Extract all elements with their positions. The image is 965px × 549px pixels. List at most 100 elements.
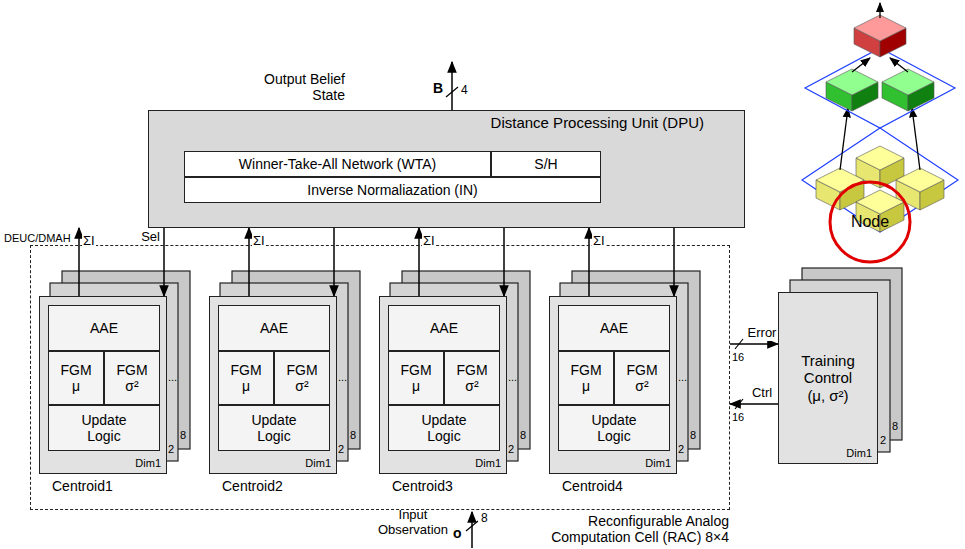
node-cube	[882, 69, 934, 111]
signal-bus	[333, 228, 335, 296]
hierarchy-arrow	[912, 108, 920, 170]
signal-label: 8	[481, 512, 488, 526]
bus-slash	[466, 521, 478, 531]
aae-box: AAE	[218, 305, 330, 351]
layer-plane	[805, 48, 955, 128]
bus-slash	[446, 87, 458, 97]
node-text: FGM σ²	[116, 362, 147, 394]
fgm-variance-box: FGM σ²	[444, 351, 500, 405]
fgm-mean-box: FGM μ	[218, 351, 274, 405]
centroid-card: Centroid2Dim1AAEFGM μFGM σ²Update Logic	[209, 296, 337, 474]
centroid-card: Centroid3Dim1AAEFGM μFGM σ²Update Logic	[379, 296, 507, 474]
node-text: FGM σ²	[456, 362, 487, 394]
node-subtext: Dim1	[305, 457, 331, 470]
node-text: Centroid1	[52, 478, 113, 494]
signal-label: 2	[338, 443, 344, 456]
signal-label: 2	[168, 443, 174, 456]
node-subtext: Dim1	[846, 447, 872, 460]
edge-label: ΣI	[592, 234, 606, 249]
hierarchy-illustration	[802, 3, 958, 232]
input-arrow	[471, 512, 473, 548]
node-text: FGM μ	[60, 362, 91, 394]
node-text: FGM σ²	[286, 362, 317, 394]
node-subtext: Dim1	[135, 457, 161, 470]
normalization-box: Inverse Normaliazation (IN)	[184, 177, 601, 203]
node-text: AAE	[600, 320, 628, 336]
aae-box: AAE	[388, 305, 500, 351]
node-cube	[826, 69, 878, 111]
signal-label: 8	[180, 429, 186, 442]
node-text: FGM μ	[230, 362, 261, 394]
node-text: Winner-Take-All Network (WTA)	[239, 156, 436, 172]
node-text: Centroid3	[392, 478, 453, 494]
edge-label: Error	[747, 326, 778, 341]
fgm-mean-box: FGM μ	[388, 351, 444, 405]
node-text: Update Logic	[591, 412, 636, 444]
wta-box: Winner-Take-All Network (WTA)	[184, 151, 491, 177]
layer-plane	[802, 128, 958, 232]
node-text: Update Logic	[81, 412, 126, 444]
output-arrow	[451, 62, 453, 110]
signal-label: DEUC/DMAH	[4, 232, 71, 245]
signal-label: ...	[338, 371, 347, 384]
centroid-card: Centroid1Dim1AAEFGM μFGM σ²Update Logic	[39, 296, 167, 474]
update-logic-box: Update Logic	[558, 405, 670, 451]
node-text: Distance Processing Unit (DPU)	[491, 114, 704, 131]
processing-unit: Distance Processing Unit (DPU) Winner-Tak…	[148, 110, 745, 228]
signal-label: o	[453, 525, 462, 541]
hierarchy-arrow	[890, 58, 908, 72]
signal-bus	[418, 228, 420, 296]
signal-label: 2	[508, 443, 514, 456]
signal-label: 8	[690, 429, 696, 442]
signal-label: 2	[678, 443, 684, 456]
node-text: FGM σ²	[626, 362, 657, 394]
signal-label: ...	[508, 371, 517, 384]
signal-bus	[248, 228, 250, 296]
signal-label: 8	[892, 420, 898, 433]
sample-hold-box: S/H	[491, 151, 601, 177]
node-text: Reconfigurable Analog Computation Cell (…	[529, 513, 729, 545]
node-text: Centroid2	[222, 478, 283, 494]
signal-label: 16	[732, 411, 744, 424]
node-subtext: Dim1	[475, 457, 501, 470]
signal-label: 16	[732, 351, 744, 364]
edge-label: ΣI	[252, 234, 266, 249]
signal-bus	[673, 228, 675, 296]
update-logic-box: Update Logic	[48, 405, 160, 451]
node-text: AAE	[90, 320, 118, 336]
node-cube	[854, 15, 906, 57]
control-bus	[730, 403, 778, 405]
fgm-variance-box: FGM σ²	[104, 351, 160, 405]
signal-bus	[503, 228, 505, 296]
signal-label: Input Observation	[368, 508, 458, 538]
centroid-card: Centroid4Dim1AAEFGM μFGM σ²Update Logic	[549, 296, 677, 474]
hierarchy-arrow	[840, 108, 848, 170]
fgm-variance-box: FGM σ²	[274, 351, 330, 405]
node-text: Training Control (μ, σ²)	[793, 352, 863, 404]
signal-bus	[588, 228, 590, 296]
node-text: FGM μ	[400, 362, 431, 394]
control-bus	[730, 343, 778, 345]
signal-label: 8	[520, 429, 526, 442]
fgm-variance-box: FGM σ²	[614, 351, 670, 405]
signal-bus	[163, 228, 165, 296]
rac-array: Reconfigurable Analog Computation Cell (…	[30, 245, 730, 510]
signal-label: 4	[461, 84, 468, 98]
signal-label: Output Belief State	[245, 71, 345, 103]
node-text: AAE	[260, 320, 288, 336]
signal-bus	[78, 228, 80, 296]
node-subtext: Dim1	[645, 457, 671, 470]
aae-box: AAE	[48, 305, 160, 351]
node-text: Inverse Normaliazation (IN)	[307, 182, 477, 198]
node-text: Centroid4	[562, 478, 623, 494]
node-text: AAE	[430, 320, 458, 336]
signal-label: ...	[168, 371, 177, 384]
fgm-mean-box: FGM μ	[48, 351, 104, 405]
signal-label: 8	[350, 429, 356, 442]
hierarchy-arrow	[852, 58, 870, 72]
edge-label: ΣI	[82, 234, 96, 249]
training-control: Training Control (μ, σ²) Dim1	[778, 292, 878, 464]
edge-label: Sel	[140, 230, 161, 245]
node-circle: Node	[828, 180, 912, 264]
update-logic-box: Update Logic	[388, 405, 500, 451]
